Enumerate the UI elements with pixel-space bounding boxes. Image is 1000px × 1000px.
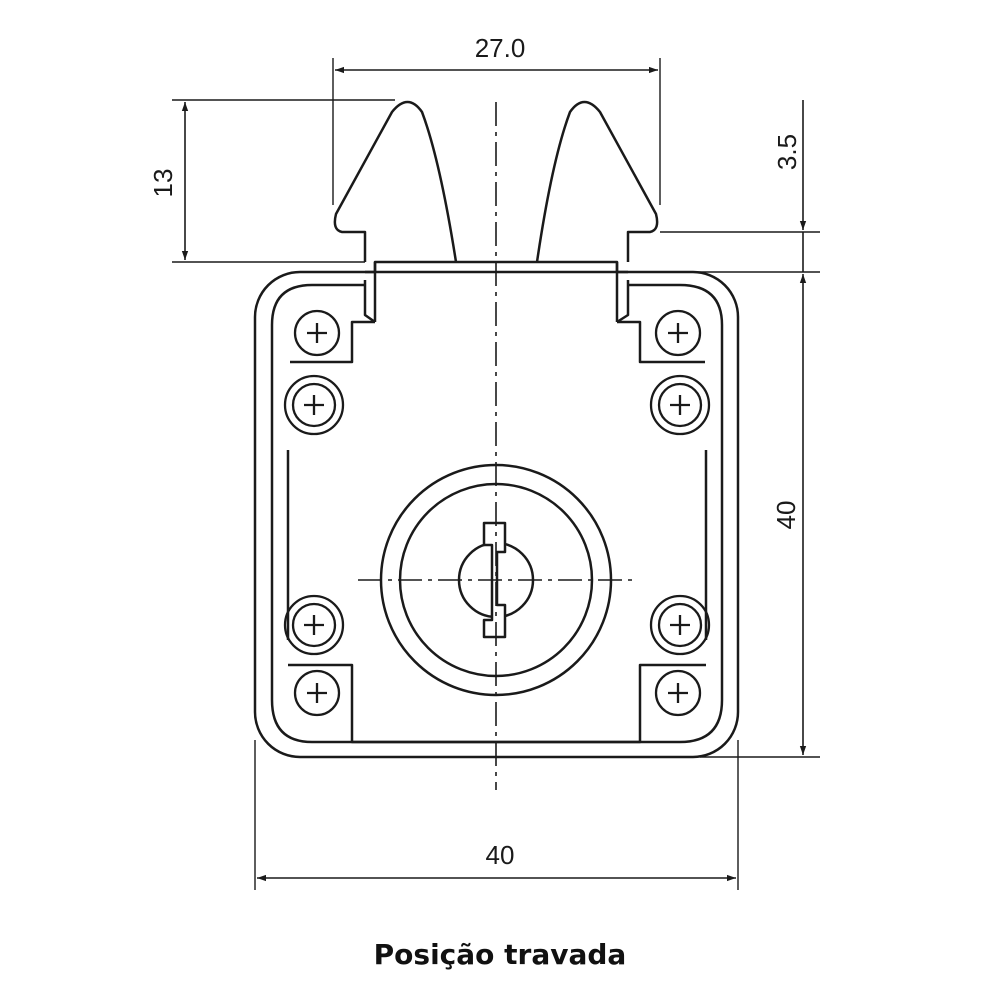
upper-right-step — [617, 320, 705, 364]
screw-top-left — [293, 309, 341, 357]
figure-caption: Posição travada — [373, 938, 627, 971]
dim-prong-height: 13 — [148, 169, 178, 198]
screw-mid-upper-left — [283, 374, 345, 436]
lock-inner-plate — [270, 283, 724, 744]
screw-bottom-right — [654, 669, 702, 717]
dim-prong-span: 27.0 — [475, 33, 526, 63]
screw-bottom-left — [293, 669, 341, 717]
screw-mid-lower-left — [283, 594, 345, 656]
left-prong — [333, 100, 458, 263]
dim-body-width: 40 — [486, 840, 515, 870]
screw-mid-lower-right — [649, 594, 711, 656]
upper-left-step — [290, 320, 375, 364]
dim-body-height: 40 — [771, 501, 801, 530]
right-prong — [535, 100, 659, 263]
dim-prong-tip: 3.5 — [772, 134, 802, 170]
screw-mid-upper-right — [649, 374, 711, 436]
screw-top-right — [654, 309, 702, 357]
